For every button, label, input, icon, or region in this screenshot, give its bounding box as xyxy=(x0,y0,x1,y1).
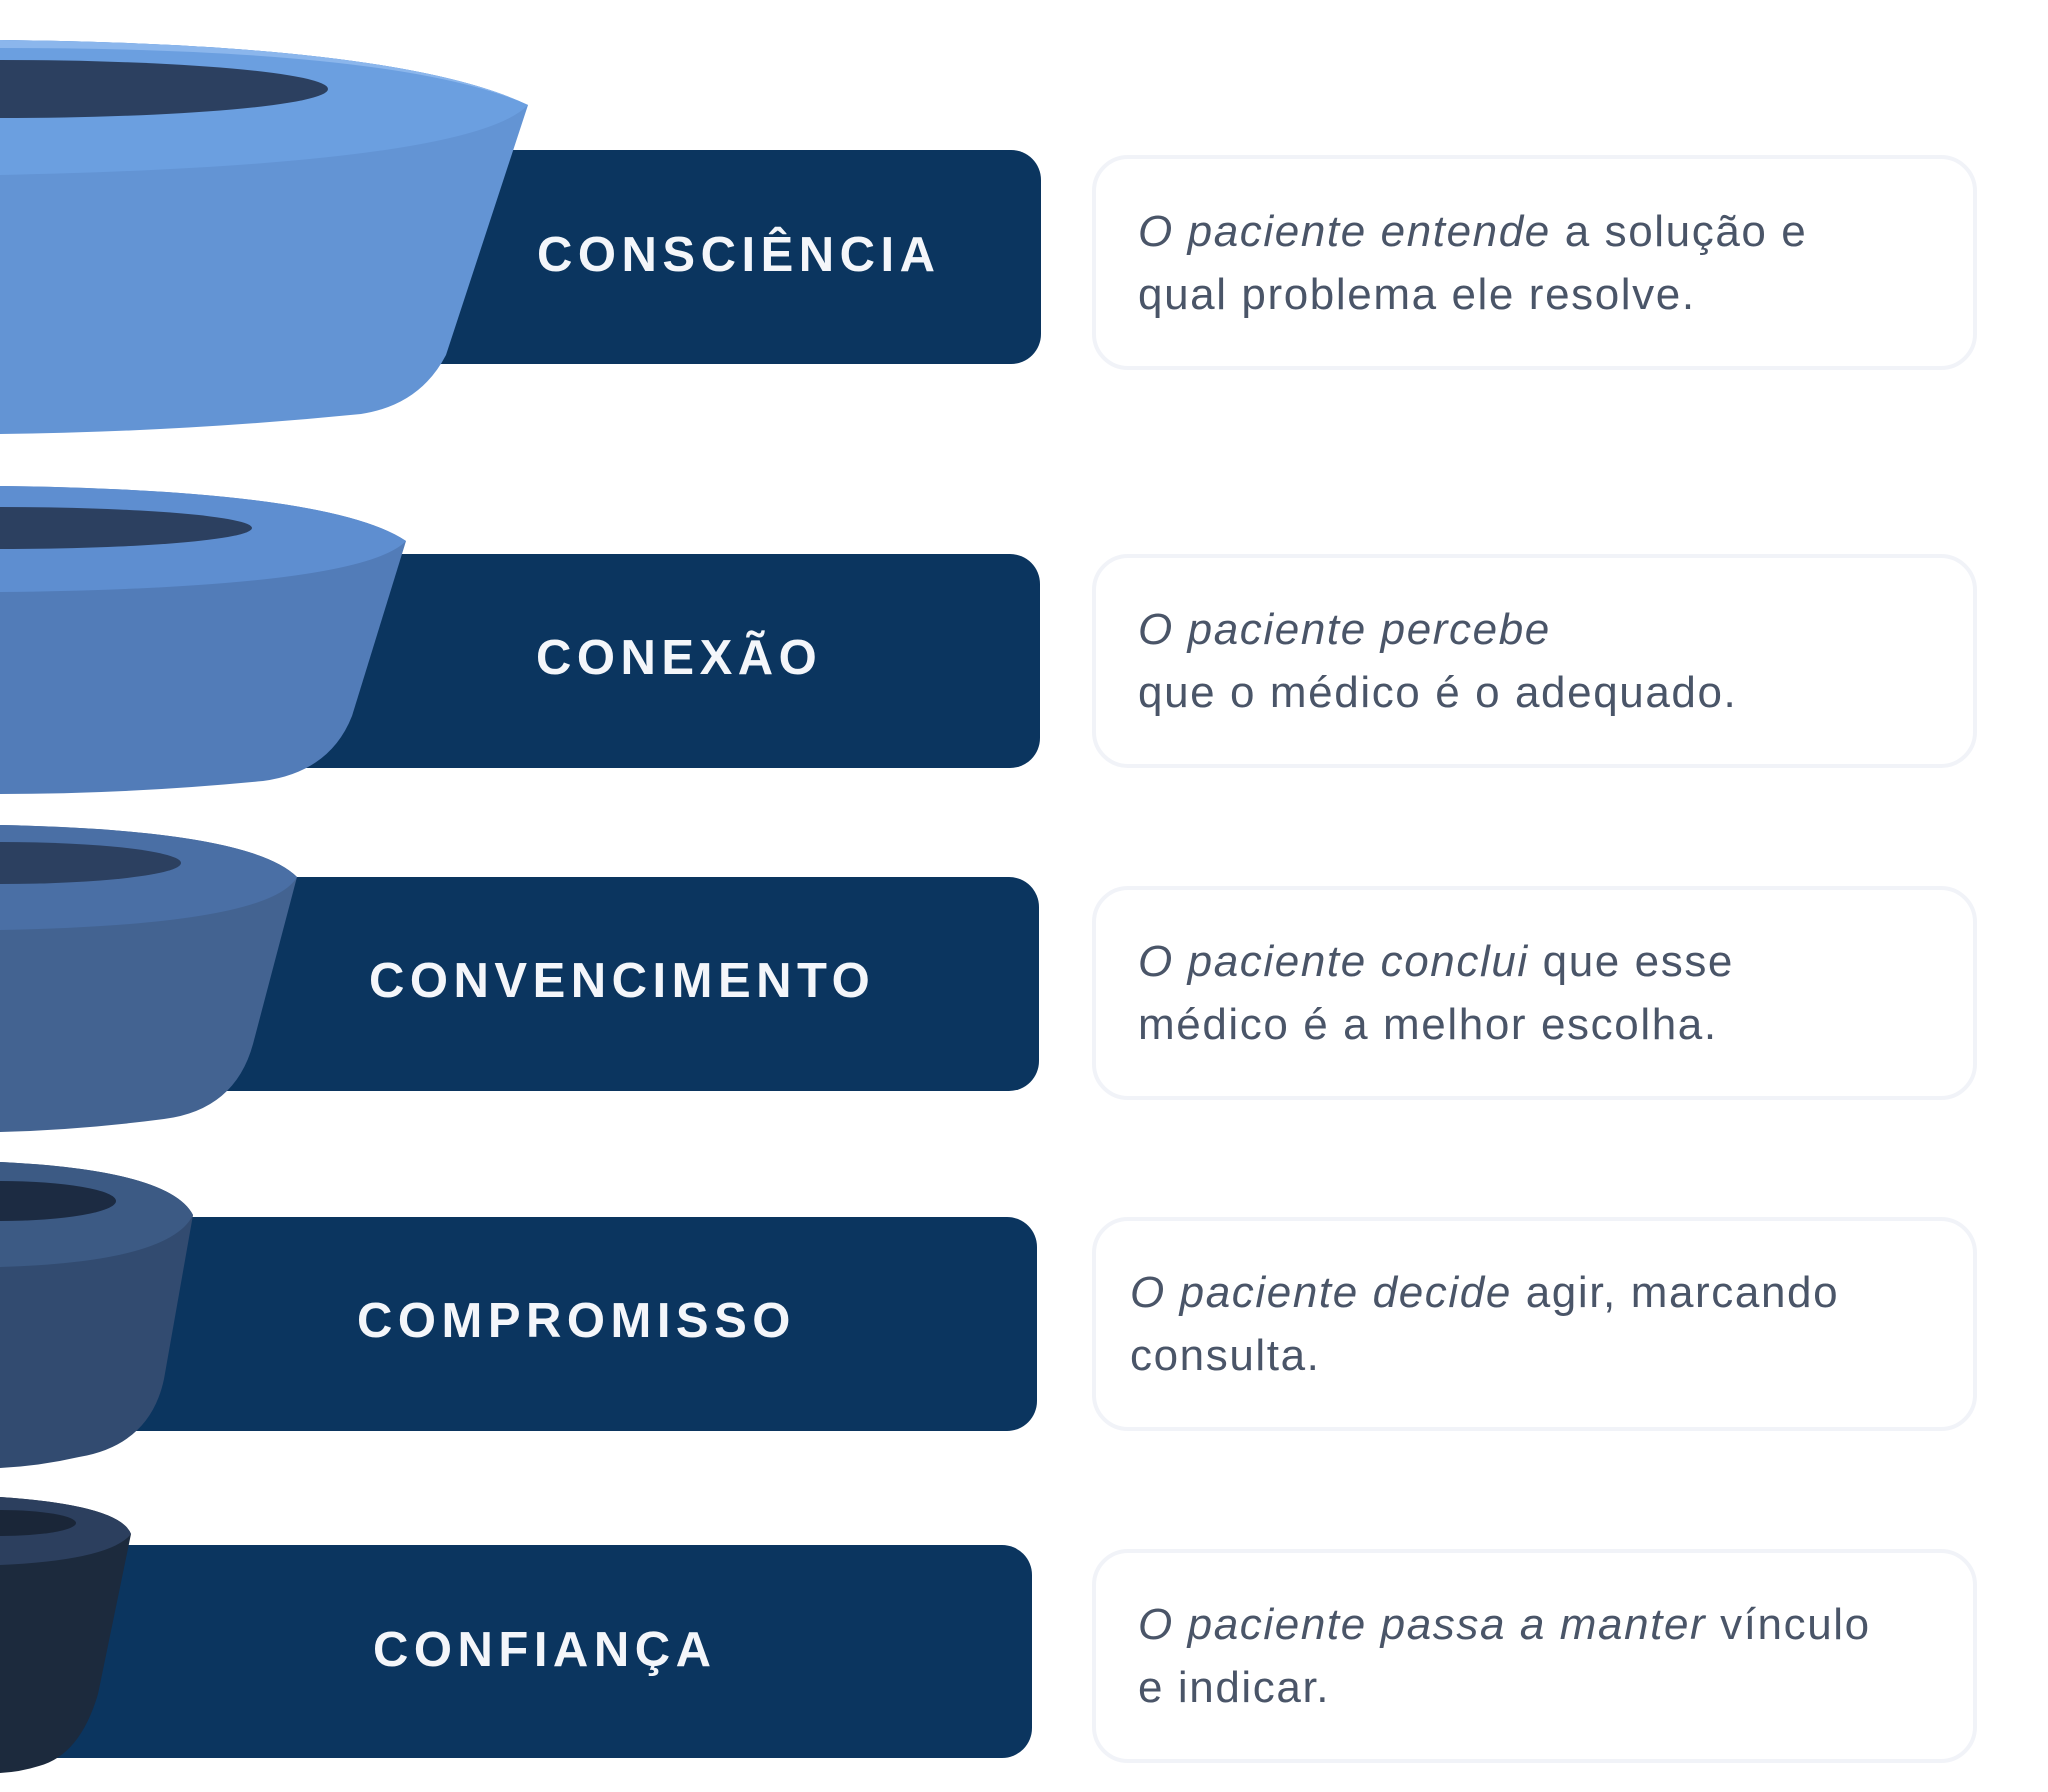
description-text: vínculo xyxy=(1706,1600,1871,1649)
description-emphasis: O paciente percebe xyxy=(1138,605,1551,654)
stage-bar-compromisso xyxy=(80,1217,1037,1431)
stage-description-card: O paciente conclui que esse médico é a m… xyxy=(1092,886,1977,1100)
description-emphasis: O paciente decide xyxy=(1130,1268,1512,1317)
stage-label-confianca: CONFIANÇA xyxy=(373,1623,717,1677)
stage-description-card: O paciente entende a solução e qual prob… xyxy=(1092,155,1977,370)
description-text: consulta. xyxy=(1130,1331,1321,1380)
stage-description-card: O paciente decide agir, marcando consult… xyxy=(1092,1217,1977,1431)
stage-label-consciencia: CONSCIÊNCIA xyxy=(537,228,941,282)
funnel-tier-3 xyxy=(0,825,297,1132)
stage-description-card: O paciente percebe que o médico é o adeq… xyxy=(1092,554,1977,768)
description-text: que o médico é o adequado. xyxy=(1138,668,1738,717)
description-text: agir, marcando xyxy=(1511,1268,1840,1317)
description-emphasis: O paciente conclui xyxy=(1138,937,1529,986)
description-emphasis: O paciente entende xyxy=(1138,206,1551,256)
stage-label-compromisso: COMPROMISSO xyxy=(357,1294,796,1348)
funnel-tier-4 xyxy=(0,1162,193,1468)
stage-label-convencimento: CONVENCIMENTO xyxy=(369,954,876,1008)
stage-label-conexao: CONEXÃO xyxy=(536,631,823,685)
description-emphasis: O paciente passa a manter xyxy=(1138,1600,1707,1649)
funnel-tier-2 xyxy=(0,486,406,794)
stage-bar-convencimento xyxy=(150,877,1039,1091)
stage-bar-confianca xyxy=(30,1545,1032,1758)
funnel-tier-1 xyxy=(0,40,528,434)
description-text: a solução e xyxy=(1550,206,1808,256)
funnel-tier-5 xyxy=(0,1497,131,1773)
stage-description-card: O paciente passa a manter vínculo e indi… xyxy=(1092,1549,1977,1763)
description-text: e indicar. xyxy=(1138,1663,1331,1712)
description-text: médico é a melhor escolha. xyxy=(1138,1000,1718,1049)
description-text: que esse xyxy=(1528,937,1734,986)
description-text: qual problema ele resolve. xyxy=(1138,269,1696,319)
